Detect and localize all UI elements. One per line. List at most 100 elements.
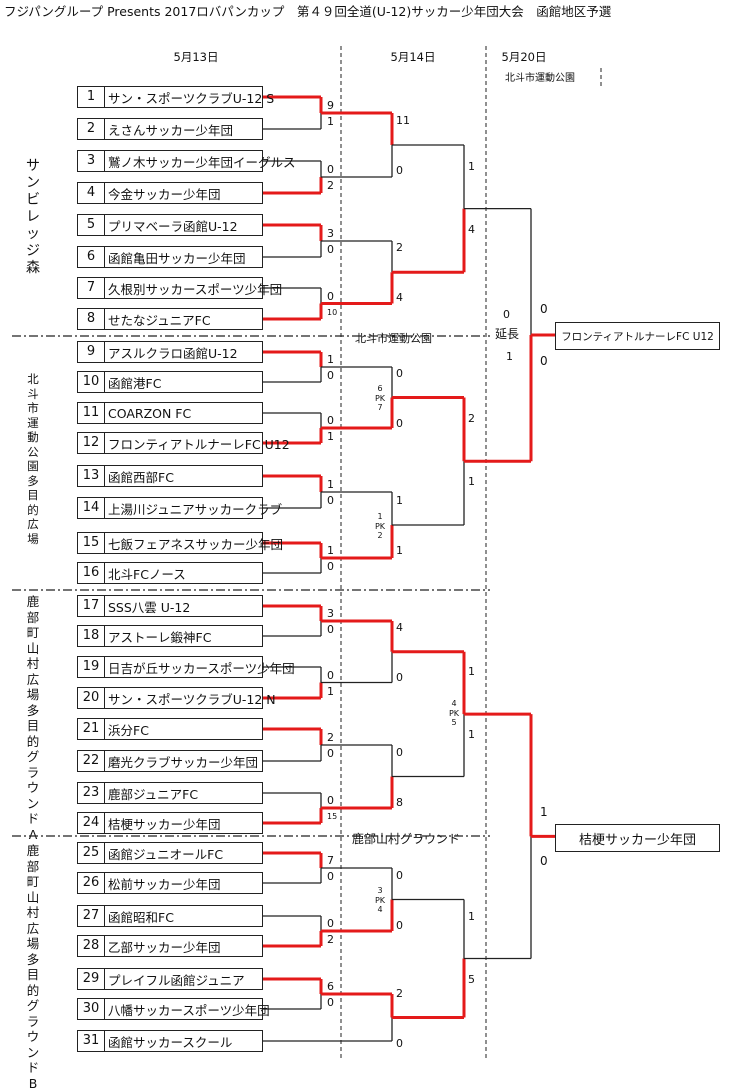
team-name: SSS八雲 U-12: [108, 599, 191, 615]
team-number: 1: [78, 87, 105, 107]
r2-score: 0: [396, 745, 403, 759]
finalist-bottom: 桔梗サッカー少年団: [555, 824, 720, 852]
venue-hokuto-mid: 北斗市運動公園: [355, 332, 432, 345]
team-number: 7: [78, 278, 105, 298]
r1-score: 1: [327, 544, 334, 557]
r2-score: 4: [396, 291, 403, 305]
r2-score: 1: [396, 494, 403, 507]
team-name: アスルクラロ函館U-12: [108, 345, 238, 361]
sf-top-score-a: 0: [503, 308, 510, 321]
r1-score: 1: [327, 684, 334, 698]
team-name: 桔梗サッカー少年団: [108, 816, 221, 832]
team-number: 30: [78, 999, 105, 1019]
r3-score: 1: [468, 159, 475, 173]
team-name: 七飯フェアネスサッカー少年団: [108, 536, 284, 552]
date-day1: 5月13日: [173, 50, 219, 64]
r1-score: 1: [327, 478, 334, 491]
team-number: 18: [78, 626, 105, 646]
team-number: 6: [78, 247, 105, 267]
r1-score: 1: [327, 430, 334, 443]
team-number: 11: [78, 403, 105, 423]
r1-score: 0: [327, 668, 334, 682]
team-number: 9: [78, 342, 105, 362]
r3-score: 1: [468, 728, 475, 742]
r2-score: 0: [396, 416, 403, 430]
team-name: 鹿部ジュニアFC: [108, 786, 199, 802]
team-name: えさんサッカー少年団: [108, 122, 234, 138]
team-name: 函館ジュニオールFC: [108, 846, 224, 862]
team-name: 乙部サッカー少年団: [108, 939, 221, 955]
sf-top-score-b: 1: [506, 350, 513, 363]
finalist-top: フロンティアトルナーレFC U12: [555, 322, 720, 350]
group-label-sanvillage: サンビレッジ森: [26, 158, 40, 276]
group-label-shikabe-b: 鹿部町山村広場多目的グラウンドB: [26, 843, 40, 1091]
team-number: 8: [78, 309, 105, 329]
team-number: 16: [78, 563, 105, 583]
r1-score: 0: [327, 996, 334, 1009]
team-number: 4: [78, 183, 105, 203]
team-number: 2: [78, 119, 105, 139]
r1-score: 0: [327, 623, 334, 636]
date-day2: 5月14日: [390, 50, 436, 64]
r2-score: 0: [396, 868, 403, 882]
team-name: アストーレ鍛神FC: [108, 629, 212, 645]
team-number: 26: [78, 873, 105, 893]
team-number: 12: [78, 433, 105, 453]
team-number: 15: [78, 533, 105, 553]
team-number: 22: [78, 751, 105, 771]
group-label-hokuto: 北斗市運動公園多目的広場: [27, 372, 39, 546]
r2-score: 0: [396, 366, 403, 380]
team-number: 21: [78, 719, 105, 739]
group-label-shikabe-a: 鹿部町山村広場多目的グラウンドA: [26, 594, 40, 842]
sf-top-overtime: 延長: [495, 327, 520, 341]
r1-score: 0: [327, 243, 334, 256]
r2-score: 0: [396, 918, 403, 932]
r1-score: 0: [327, 369, 334, 382]
team-name: 函館港FC: [108, 375, 162, 391]
r3-score: 1: [468, 665, 475, 679]
r3-score: 5: [468, 972, 475, 986]
r1-score: 0: [327, 289, 334, 303]
final-bottom-score-a: 1: [540, 805, 548, 819]
team-name: 北斗FCノース: [108, 566, 186, 582]
r1-score: 3: [327, 607, 334, 620]
team-name: 上湯川ジュニアサッカークラブ: [108, 501, 283, 517]
r3-score: 1: [468, 475, 475, 489]
r3-score: 1: [468, 909, 475, 923]
final-top-score-b: 0: [540, 354, 548, 368]
r1-score: 0: [327, 414, 334, 427]
team-number: 13: [78, 466, 105, 486]
team-name: 日吉が丘サッカースポーツ少年団: [108, 660, 295, 676]
team-name: 函館亀田サッカー少年団: [108, 250, 246, 266]
r1-score: 0: [327, 163, 334, 176]
team-name: 函館昭和FC: [108, 909, 174, 925]
team-number: 23: [78, 783, 105, 803]
team-name: サン・スポーツクラブU-12 N: [108, 691, 276, 707]
r2-score: 8: [396, 795, 403, 809]
team-name: COARZON FC: [108, 405, 192, 421]
r1-score: 0: [327, 870, 334, 883]
date-day3: 5月20日: [501, 50, 547, 64]
team-name: プリマベーラ函館U-12: [108, 218, 238, 234]
r1-score: 0: [327, 917, 334, 930]
r1-score: 10: [327, 307, 338, 317]
r2-score: 0: [396, 164, 403, 177]
r1-score: 3: [327, 227, 334, 240]
page-title: フジパングループ Presents 2017ロバパンカップ 第４９回全道(U-1…: [4, 4, 612, 19]
